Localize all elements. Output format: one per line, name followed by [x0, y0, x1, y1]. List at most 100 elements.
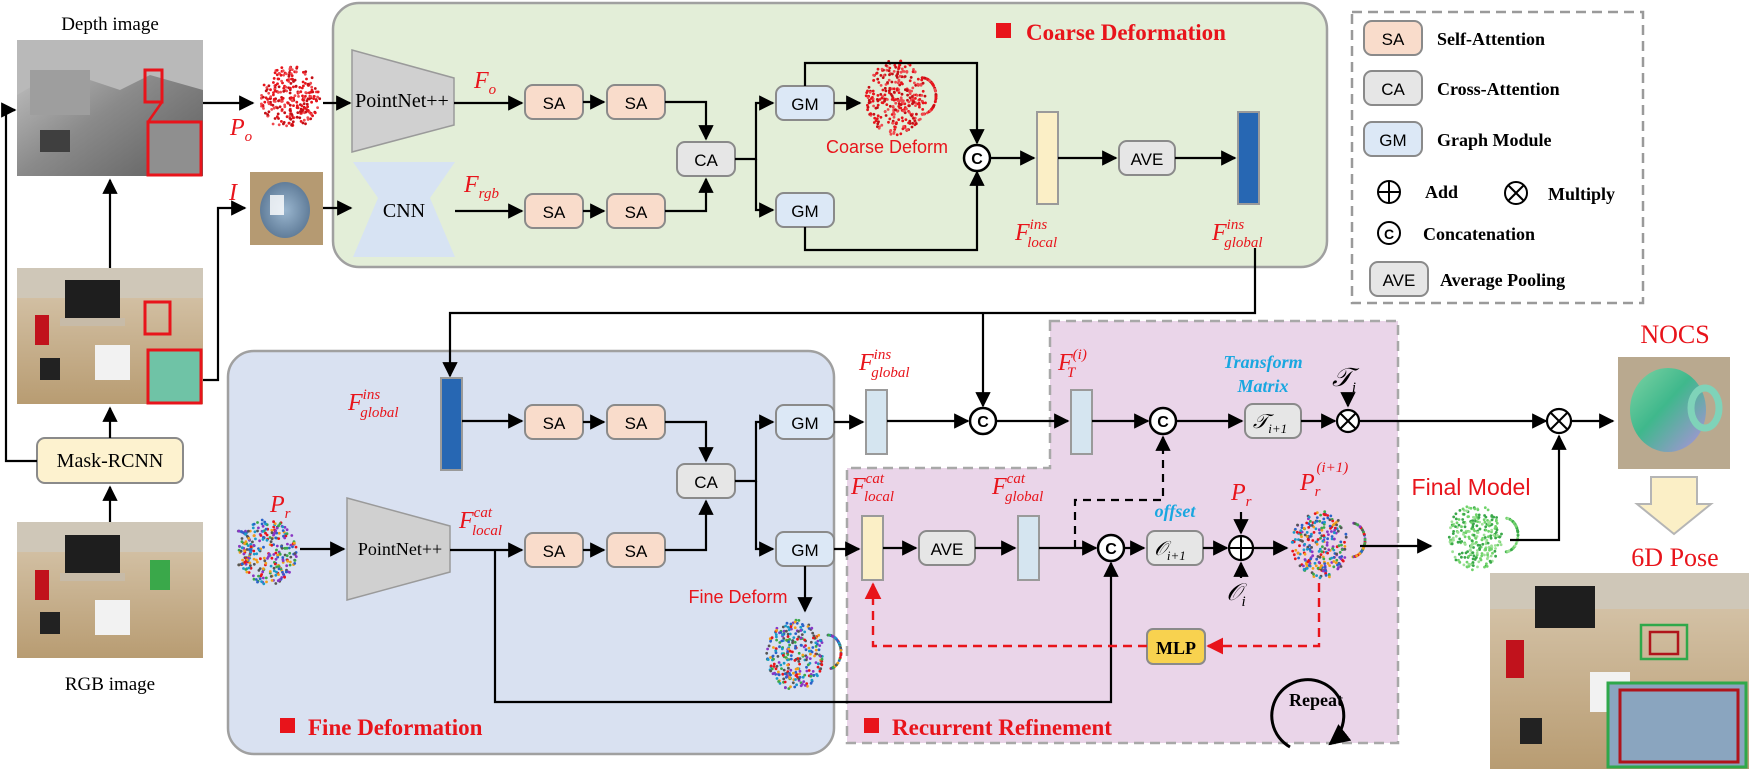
cloud-point: [307, 91, 311, 95]
cloud-point: [778, 641, 782, 644]
cloud-point: [902, 109, 906, 113]
cloud-point: [293, 552, 297, 555]
cloud-point: [1483, 506, 1487, 510]
cloud-point: [918, 98, 922, 101]
cloud-point: [1476, 531, 1479, 534]
cloud-point: [1485, 562, 1488, 566]
cloud-point: [259, 574, 263, 578]
cloud-point: [770, 667, 774, 671]
cloud-point: [1305, 535, 1309, 538]
cloud-point: [1492, 533, 1496, 537]
cloud-point: [1315, 540, 1319, 543]
cloud-point: [787, 640, 790, 644]
cloud-point: [1308, 544, 1311, 547]
cloud-point: [884, 64, 888, 67]
cloud-point: [249, 545, 253, 549]
cloud-point: [309, 117, 313, 121]
cloud-point: [264, 576, 268, 580]
cloud-point: [1318, 576, 1322, 580]
final-model-cloud: [1447, 505, 1520, 572]
cloud-point: [797, 635, 801, 639]
cloud-point: [1326, 551, 1329, 555]
cloud-point: [1297, 556, 1300, 560]
pointnet-coarse-label: PointNet++: [355, 90, 449, 112]
cloud-point: [277, 565, 281, 568]
cloud-point: [1332, 556, 1336, 559]
cloud-point: [262, 556, 266, 560]
cloud-point: [1495, 528, 1499, 532]
cloud-point: [814, 648, 818, 652]
cloud-point: [898, 83, 902, 87]
cloud-point: [264, 89, 268, 93]
cloud-point: [262, 582, 266, 586]
cloud-point: [288, 114, 292, 118]
cloud-point: [1298, 564, 1302, 568]
svg-text:CA: CA: [694, 473, 718, 492]
cloud-point: [1343, 540, 1346, 544]
cloud-point: [285, 124, 288, 128]
cloud-point: [788, 643, 791, 647]
cloud-point: [274, 551, 278, 555]
cloud-point: [273, 71, 277, 75]
cloud-point: [285, 532, 289, 536]
cloud-point: [883, 93, 887, 97]
cloud-point: [280, 120, 283, 123]
cloud-point: [274, 529, 278, 533]
cloud-point: [278, 105, 282, 109]
cloud-point: [256, 521, 259, 524]
cloud-point: [293, 559, 297, 562]
cloud-point: [867, 85, 871, 89]
cloud-point: [911, 86, 915, 90]
cloud-point: [902, 125, 905, 128]
cloud-point: [1474, 513, 1478, 517]
cloud-point: [289, 560, 292, 564]
svg-text:Graph Module: Graph Module: [1437, 130, 1552, 150]
cloud-point: [1516, 529, 1519, 533]
cloud-point: [771, 654, 775, 658]
cloud-point: [281, 556, 285, 559]
cloud-point: [1309, 519, 1312, 523]
cloud-point: [795, 683, 798, 687]
cloud-point: [1339, 540, 1343, 544]
cloud-point: [875, 72, 878, 75]
gm-block-c1: GM: [775, 85, 835, 121]
cloud-point: [244, 532, 247, 536]
cloud-point: [1466, 515, 1470, 519]
cloud-point: [803, 684, 807, 687]
cloud-point: [1454, 512, 1458, 516]
svg-text:C: C: [977, 414, 989, 431]
cloud-point: [893, 128, 897, 131]
cloud-point: [775, 638, 778, 642]
cloud-point: [792, 636, 796, 639]
svg-text:SA: SA: [625, 203, 648, 222]
cloud-point: [277, 573, 280, 576]
cloud-point: [877, 120, 880, 124]
cloud-point: [891, 72, 894, 76]
cloud-point: [1322, 517, 1326, 521]
cloud-point: [258, 577, 262, 581]
cloud-point: [885, 68, 889, 72]
cloud-point: [264, 531, 267, 535]
cloud-point: [921, 101, 925, 105]
cloud-point: [811, 670, 815, 673]
cloud-point: [900, 67, 904, 71]
cloud-point: [1461, 518, 1465, 521]
cloud-point: [911, 95, 914, 98]
cloud-point: [270, 528, 274, 532]
cloud-point: [1336, 529, 1340, 533]
cloud-point: [811, 646, 815, 649]
cloud-point: [241, 558, 245, 562]
cloud-point: [288, 116, 292, 120]
cloud-point: [1358, 552, 1362, 555]
cloud-point: [812, 673, 816, 677]
cloud-point: [295, 100, 299, 104]
svg-text:SA: SA: [543, 203, 566, 222]
cloud-point: [1463, 525, 1467, 529]
arrow-Fglobal-down-to-fine: [442, 248, 1257, 378]
concat-node-coarse: C: [962, 143, 992, 173]
cloud-point: [1465, 560, 1469, 564]
cloud-point: [782, 661, 786, 665]
cloud-point: [260, 580, 263, 583]
